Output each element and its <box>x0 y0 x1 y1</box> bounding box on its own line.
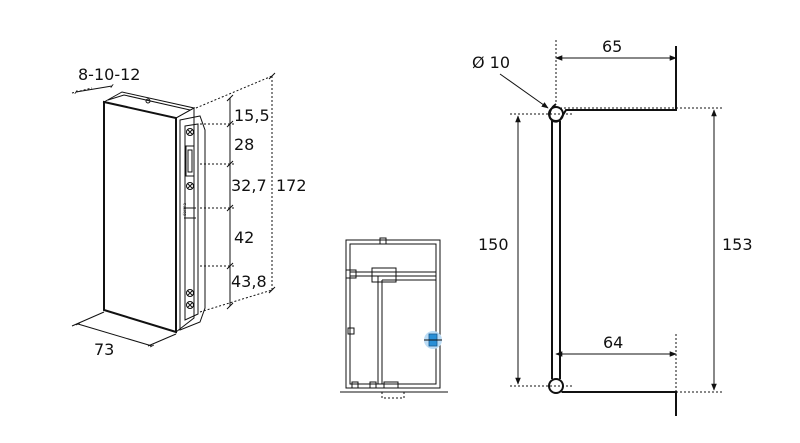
total-height-label: 172 <box>276 176 307 195</box>
frame-outer <box>345 239 441 389</box>
inner-height-label: 150 <box>478 235 509 254</box>
fitting-slot-inner <box>187 149 193 173</box>
outer-height-label: 153 <box>722 235 753 254</box>
bottom-width-dimension: 64 <box>555 333 677 392</box>
depth-dimension: 73 <box>71 311 177 359</box>
frame-tab <box>345 269 357 279</box>
screw-icon <box>186 182 194 190</box>
segment-label-2: 28 <box>234 135 254 154</box>
ext-top <box>195 75 273 109</box>
top-width-dimension: 65 <box>555 37 677 61</box>
thickness-label: 8-10-12 <box>78 65 140 84</box>
screw-icon <box>186 301 194 309</box>
fitting-plate-inner <box>184 123 199 321</box>
fitting-side-face <box>175 107 195 334</box>
segment-label-1: 15,5 <box>234 106 270 125</box>
diameter-dimension: Ø 10 <box>472 40 557 109</box>
frame-door-profile <box>377 276 436 384</box>
frame-tab <box>351 381 359 389</box>
frame-tab <box>369 381 377 389</box>
height-dimensions: 15,5 28 32,7 42 43,8 172 <box>195 72 307 313</box>
depth-dim-line <box>75 322 155 348</box>
screw-icon <box>186 289 194 297</box>
hinge-top-arm <box>548 46 677 123</box>
frame-transom <box>350 271 436 277</box>
frame-tab <box>379 237 387 245</box>
total-ticks <box>268 72 276 294</box>
hinge-bottom-arm <box>562 391 677 416</box>
frame-hinge-block <box>371 267 397 283</box>
hinge-rod <box>551 121 561 379</box>
hinge-profile <box>548 46 677 416</box>
screw-icon <box>186 128 194 136</box>
segment-ticks <box>226 94 234 310</box>
screw-cross-icon <box>187 183 193 189</box>
frame-tab <box>347 327 355 335</box>
segment-label-3: 32,7 <box>231 176 267 195</box>
diameter-leader <box>499 73 549 109</box>
fitting-top-hole <box>145 98 151 104</box>
fitting-slot <box>185 145 195 177</box>
depth-ext-left <box>71 311 105 327</box>
depth-ext-right <box>147 333 177 347</box>
frame-inner <box>349 243 437 385</box>
screw-cross-icon <box>187 290 193 296</box>
inner-height-dimension: 150 <box>478 113 574 387</box>
frame-tab <box>383 381 399 389</box>
bottom-width-label: 64 <box>603 333 623 352</box>
fitting-3d-view: dorma <box>102 91 206 334</box>
thickness-tick-line <box>74 84 114 94</box>
frame-floor-dash <box>381 392 405 399</box>
depth-label: 73 <box>94 340 114 359</box>
top-width-label: 65 <box>602 37 622 56</box>
segment-label-4: 42 <box>234 228 254 247</box>
brand-mark: dorma <box>182 203 187 216</box>
fitting-front-face <box>103 100 177 334</box>
fitting-top-edge <box>107 94 191 111</box>
brand-mark-lines <box>184 207 196 219</box>
screw-cross-icon <box>187 302 193 308</box>
ext-bottom <box>199 289 273 313</box>
screw-cross-icon <box>187 129 193 135</box>
frame-section <box>340 237 448 399</box>
diameter-label: Ø 10 <box>472 53 510 72</box>
segment-label-5: 43,8 <box>231 272 267 291</box>
fitting-plate <box>179 115 206 331</box>
outer-height-dimension: 153 <box>560 107 753 393</box>
thickness-dimension: 8-10-12 <box>71 65 140 94</box>
